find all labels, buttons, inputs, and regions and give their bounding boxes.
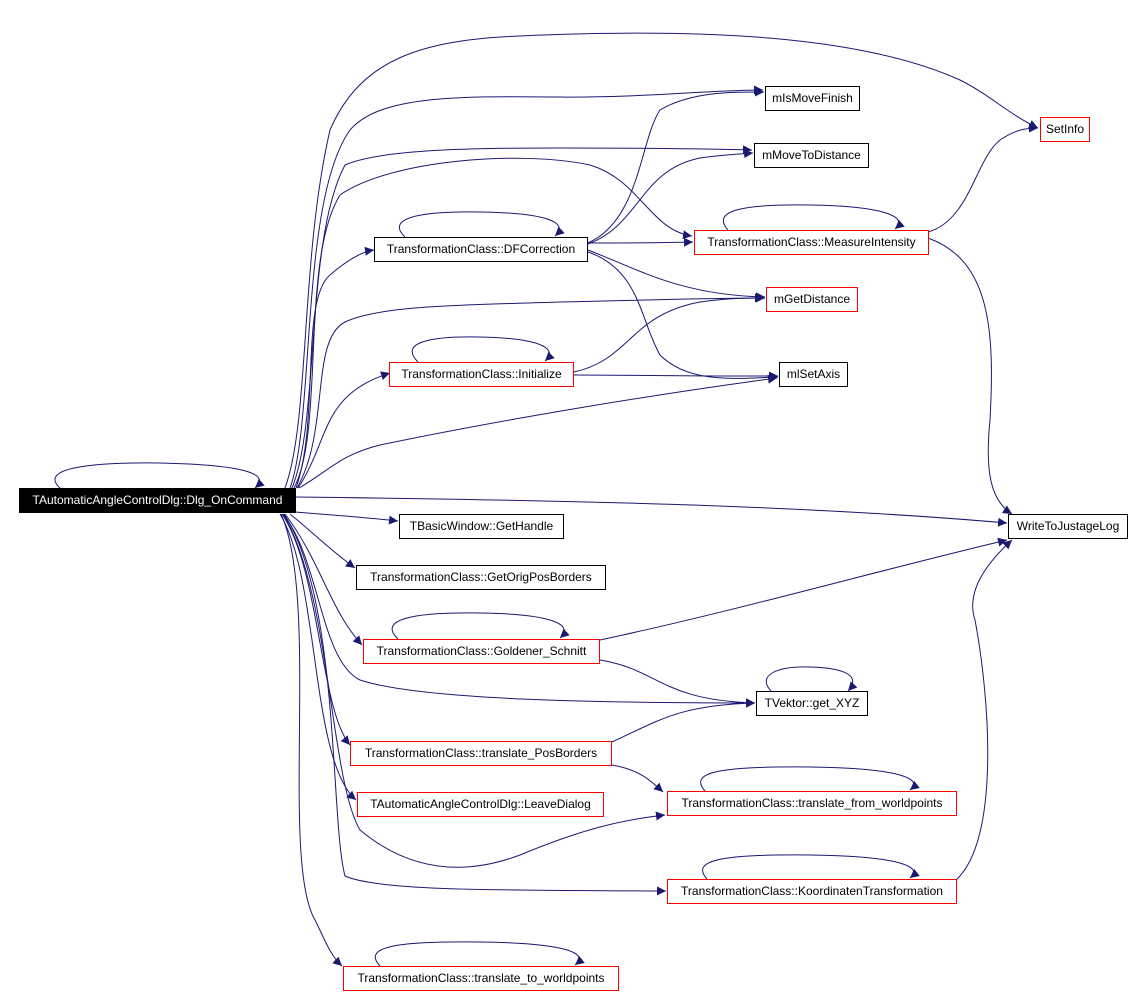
edge-tfw-self xyxy=(700,766,920,792)
edge-root-tfw xyxy=(282,513,666,868)
edge-tpb-tfw xyxy=(611,764,664,793)
node-gethandle[interactable]: TBasicWindow::GetHandle xyxy=(399,514,564,539)
edge-dfc-mismovefinish xyxy=(587,87,765,244)
node-setinfo[interactable]: SetInfo xyxy=(1040,117,1090,142)
edge-root-ttw xyxy=(280,513,343,967)
edge-dfcorrection-self xyxy=(398,211,565,238)
edge-root-self xyxy=(54,462,265,489)
edge-root-mismovefinish xyxy=(289,85,764,489)
edge-getxyz-self xyxy=(765,666,858,693)
node-goldener-schnitt[interactable]: TransformationClass::Goldener_Schnitt xyxy=(363,639,600,664)
edge-root-translateposborders xyxy=(281,513,351,746)
node-mismovefinish[interactable]: mIsMoveFinish xyxy=(765,86,860,111)
edge-mi-setinfo xyxy=(927,123,1039,233)
node-getorigposborders[interactable]: TransformationClass::GetOrigPosBorders xyxy=(356,565,606,590)
node-writetojustagelog[interactable]: WriteToJustageLog xyxy=(1008,514,1128,539)
node-root-dlg-oncommand: TAutomaticAngleControlDlg::Dlg_OnCommand xyxy=(19,488,296,513)
edge-init-mgetdistance xyxy=(573,293,766,373)
edge-root-getxyz xyxy=(282,513,756,708)
edge-init-mlsetaxis xyxy=(573,371,779,381)
node-translate-from-worldpoints[interactable]: TransformationClass::translate_from_worl… xyxy=(667,791,957,816)
edge-gs-writetojustagelog xyxy=(599,537,1008,641)
edge-dfc-mmovetodistance xyxy=(587,149,754,245)
edge-root-dfcorrection xyxy=(295,246,375,489)
edge-root-mmovetodistance xyxy=(291,145,753,489)
node-measureintensity[interactable]: TransformationClass::MeasureIntensity xyxy=(694,230,929,255)
node-initialize[interactable]: TransformationClass::Initialize xyxy=(389,362,574,387)
edge-initialize-self xyxy=(411,336,555,363)
node-leavedialog[interactable]: TAutomaticAngleControlDlg::LeaveDialog xyxy=(357,792,604,817)
edge-root-setinfo xyxy=(284,32,1039,489)
edge-root-getorigposborders xyxy=(289,513,356,569)
edge-root-writetojustagelog xyxy=(294,496,1008,527)
node-dfcorrection[interactable]: TransformationClass::DFCorrection xyxy=(374,237,588,262)
edge-koord-self xyxy=(702,854,920,880)
edge-dfc-mgetdistance xyxy=(587,249,766,302)
edge-root-initialize xyxy=(297,371,391,489)
edge-goldener-self xyxy=(391,612,570,640)
edge-dfc-measureintensity xyxy=(587,237,694,247)
node-translate-to-worldpoints[interactable]: TransformationClass::translate_to_worldp… xyxy=(343,966,619,991)
edge-root-mlsetaxis xyxy=(298,374,778,489)
edge-measureintensity-self xyxy=(722,204,905,231)
node-koordinatentransformation[interactable]: TransformationClass::KoordinatenTransfor… xyxy=(667,879,957,904)
edge-root-koord xyxy=(283,513,667,896)
edge-root-gethandle xyxy=(294,511,399,525)
node-translate-posborders[interactable]: TransformationClass::translate_PosBorder… xyxy=(350,741,612,766)
edge-koord-writetojustagelog xyxy=(955,539,1013,881)
edge-root-mgetdistance xyxy=(296,293,765,489)
node-get-xyz[interactable]: TVektor::get_XYZ xyxy=(756,691,868,716)
edge-mi-writetojustagelog xyxy=(927,237,1013,515)
node-mgetdistance[interactable]: mGetDistance xyxy=(766,287,858,312)
edge-ttw-self xyxy=(374,941,585,967)
edge-root-goldener xyxy=(284,513,363,646)
node-mlsetaxis[interactable]: mlSetAxis xyxy=(779,362,848,387)
edge-tpb-getxyz xyxy=(611,698,756,743)
edge-dfc-mlsetaxis xyxy=(587,251,779,382)
edge-root-leavedialog xyxy=(279,513,357,801)
edge-root-measureintensity xyxy=(293,157,693,489)
node-mmovetodistance[interactable]: mMoveToDistance xyxy=(754,143,869,168)
edge-gs-getxyz xyxy=(599,659,756,708)
